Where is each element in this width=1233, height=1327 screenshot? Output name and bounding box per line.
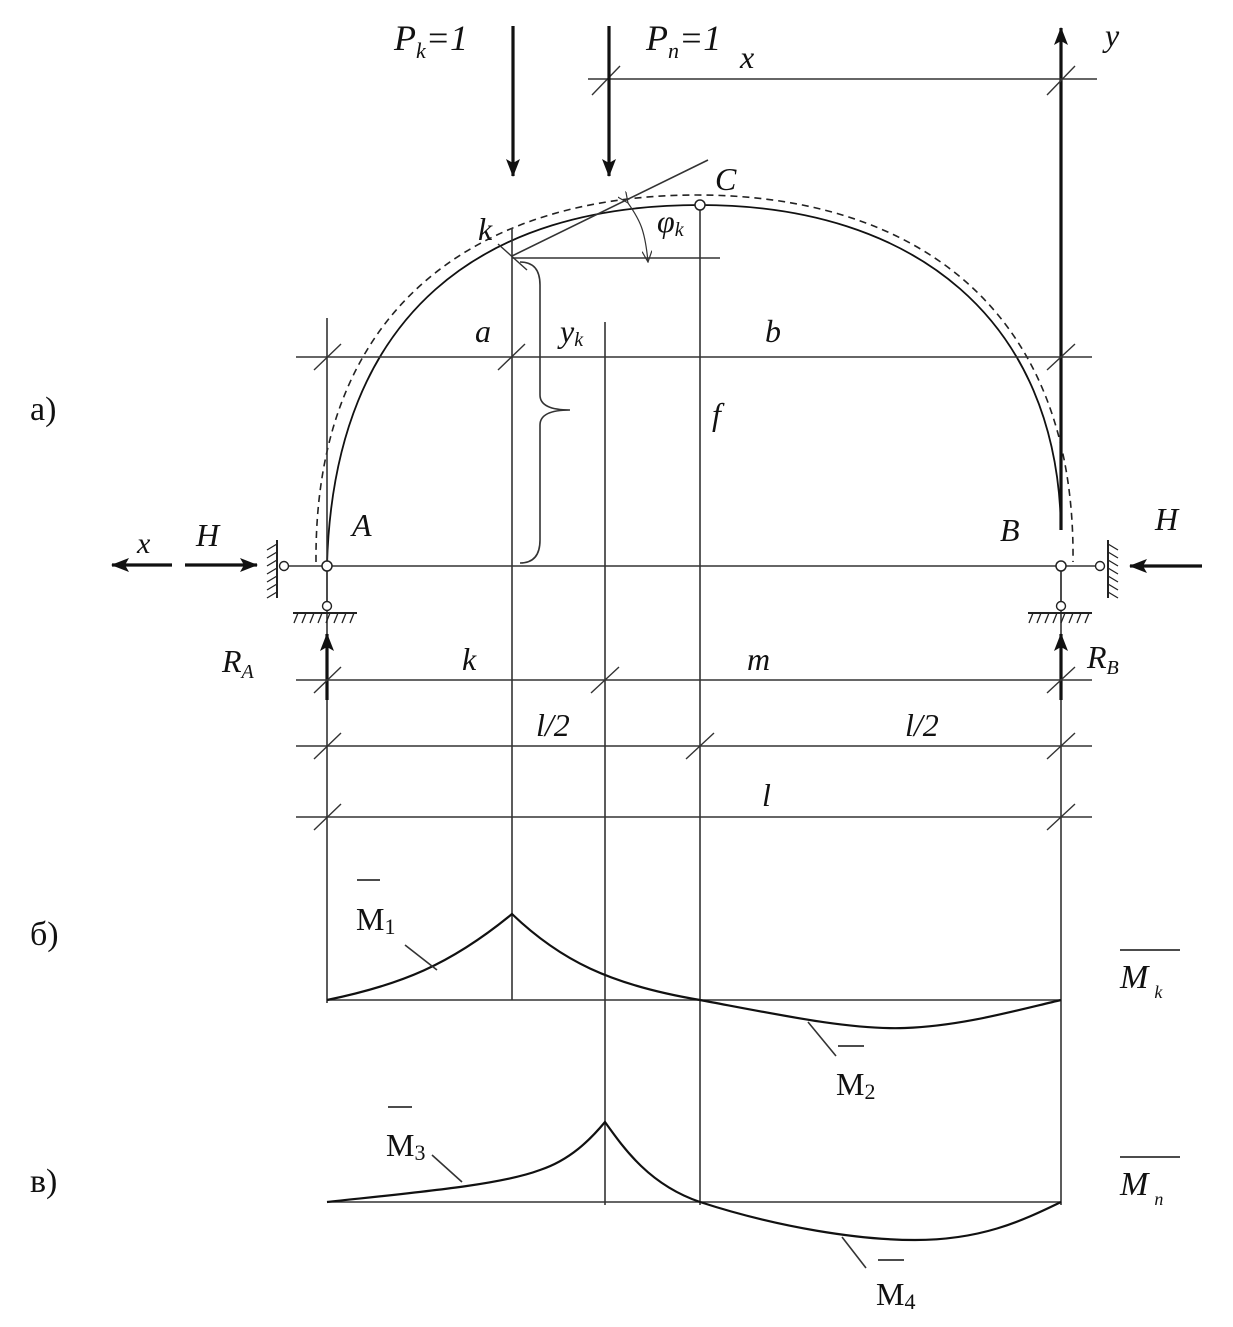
M2-leader [807,1021,837,1057]
M4-label: M4 [876,1259,915,1314]
hinge-C [694,199,706,211]
M3-leader [431,1154,463,1183]
y-axis-label: y [1102,17,1120,53]
M3-curve [326,1120,701,1204]
dim-k-label: k [462,641,477,677]
M1-leader [404,944,438,971]
panel-label-a: а) [30,391,56,428]
load-pn-label: Pn=1 [645,18,721,63]
dim-l-label: l [762,777,771,813]
panel-label-v: в) [30,1163,57,1200]
arch-axis [326,204,1062,566]
svg-text:Mk: Mk [1119,959,1163,1002]
H-left-label: H [195,517,221,553]
M4-curve [699,1200,1062,1242]
svg-text:M4: M4 [876,1276,915,1314]
pin-support-A [293,600,357,624]
angle-phi-label: φk [657,203,685,241]
pin-support-B [1028,600,1092,624]
M3-label: M3 [386,1106,425,1165]
svg-text:M2: M2 [836,1066,875,1104]
dim-b-label: b [765,313,781,349]
x-left-label: x [136,527,151,560]
svg-text:M3: M3 [386,1127,425,1165]
tangent-line [511,159,709,257]
point-C-label: C [715,161,737,197]
M2-label: M2 [836,1045,875,1104]
point-A-label: A [350,507,372,543]
point-B-label: B [1000,512,1020,548]
dim-m-label: m [747,641,770,677]
angle-arc [628,203,648,262]
wall-support-left [266,540,290,599]
dim-l-half-1-label: l/2 [536,707,570,743]
svg-text:Mn: Mn [1119,1166,1163,1209]
dim-f-label: f [712,396,725,432]
x-top-label: x [739,39,754,75]
svg-text:M1: M1 [356,901,395,939]
H-right-label: H [1154,501,1180,537]
RB-label: RB [1086,639,1119,679]
hinge-B [1055,560,1067,572]
M4-leader [841,1236,867,1269]
point-k-label: k [478,211,493,247]
wall-support-right [1094,540,1119,599]
M2-curve [699,998,1062,1030]
yk-brace [519,261,571,564]
dim-yk-label: yk [557,313,584,351]
hinge-A [321,560,333,572]
panel-label-b: б) [30,916,59,953]
dim-a-label: a [475,313,491,349]
dim-l-half-2-label: l/2 [905,707,939,743]
load-pk-label: Pk=1 [393,18,468,63]
M1-curve [326,912,701,1002]
RA-label: RA [221,643,255,683]
arch-axis-dashed [315,194,1074,563]
M1-label: M1 [356,879,395,939]
